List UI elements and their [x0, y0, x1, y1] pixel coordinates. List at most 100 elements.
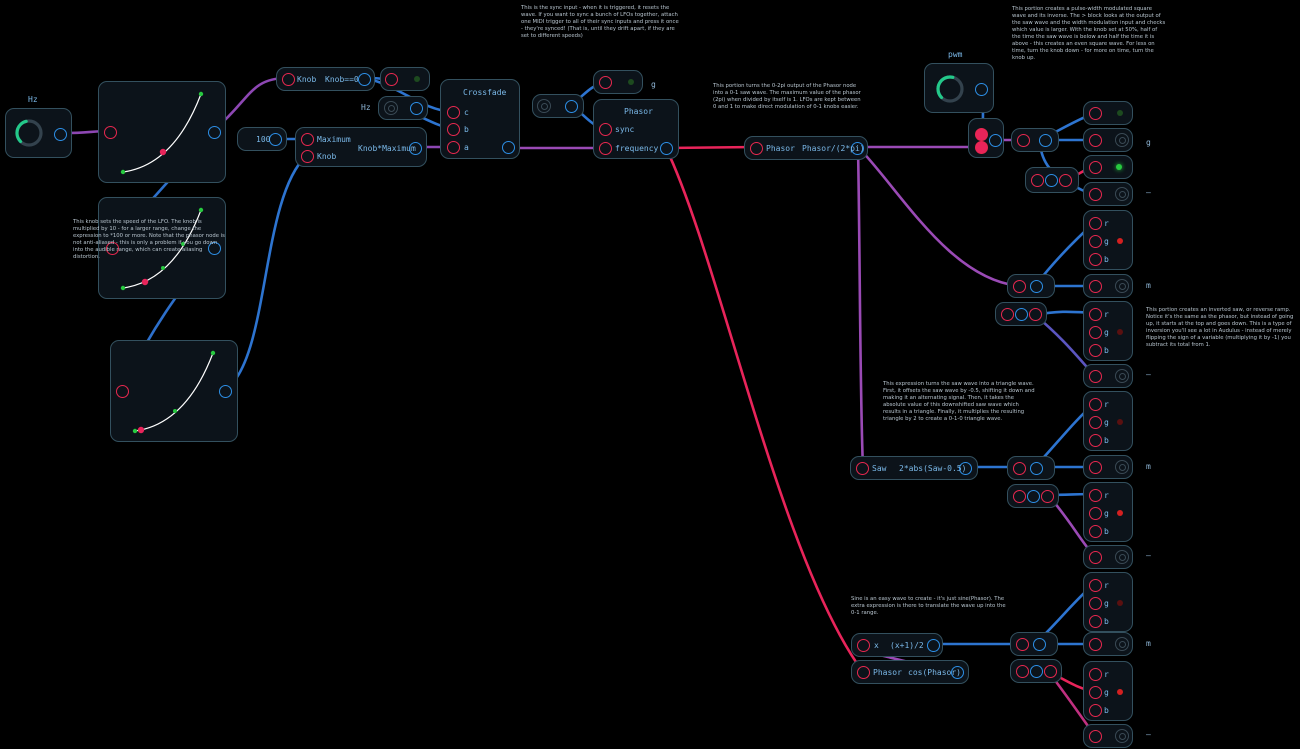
triangle-split-node[interactable]	[1007, 456, 1055, 480]
lamp-1-input[interactable]	[385, 73, 398, 86]
saw-out-input[interactable]	[1089, 280, 1102, 293]
split-output[interactable]	[1033, 638, 1046, 651]
sync-trigger-output[interactable]	[565, 100, 578, 113]
crossfade-b-input[interactable]	[447, 123, 460, 136]
invert-input-a[interactable]	[1016, 665, 1029, 678]
plot-3-input[interactable]	[116, 385, 129, 398]
triangle-input[interactable]	[856, 462, 869, 475]
invert-input-a[interactable]	[1031, 174, 1044, 187]
invert-output[interactable]	[1029, 308, 1042, 321]
comparator-output[interactable]	[989, 134, 1002, 147]
crossfade-a-input[interactable]	[447, 141, 460, 154]
sine-scale-node[interactable]: x (x+1)/2	[851, 633, 943, 657]
pwm-out-node[interactable]	[1083, 128, 1133, 152]
invert-input-b[interactable]	[1027, 490, 1040, 503]
curve-plot-1[interactable]	[98, 81, 226, 183]
saw-split-node[interactable]	[1007, 274, 1055, 298]
triangle-expr-node[interactable]: Saw 2*abs(Saw-0.5)	[850, 456, 978, 480]
r-input[interactable]	[1089, 308, 1102, 321]
phasor-frequency-input[interactable]	[599, 142, 612, 155]
hz-knob[interactable]	[12, 116, 46, 150]
crossfade-node[interactable]: Crossfade c b a	[440, 79, 520, 159]
phasor-sync-input[interactable]	[599, 123, 612, 136]
pwm-inv-out-input[interactable]	[1089, 188, 1102, 201]
sync-trigger-node[interactable]	[532, 94, 584, 118]
knob-input[interactable]	[301, 150, 314, 163]
g-input[interactable]	[1089, 686, 1102, 699]
phasor-node[interactable]: Phasor sync frequency	[593, 99, 679, 159]
ramp-out-input[interactable]	[1089, 370, 1102, 383]
split-output[interactable]	[1030, 280, 1043, 293]
sine-scale-input[interactable]	[857, 639, 870, 652]
cos-input[interactable]	[857, 666, 870, 679]
b-input[interactable]	[1089, 434, 1102, 447]
plot-1-output[interactable]	[208, 126, 221, 139]
knob-times-max-node[interactable]: Maximum Knob Knob*Maximum	[295, 127, 427, 167]
saw-out-node[interactable]	[1083, 274, 1133, 298]
g-input[interactable]	[1089, 416, 1102, 429]
knob-eq-zero-input[interactable]	[282, 73, 295, 86]
b-input[interactable]	[1089, 344, 1102, 357]
triangle-invert-node[interactable]	[1007, 484, 1059, 508]
plot-1-input[interactable]	[104, 126, 117, 139]
triangle-output[interactable]	[959, 462, 972, 475]
invert-input-a[interactable]	[1001, 308, 1014, 321]
phasor-output[interactable]	[660, 142, 673, 155]
constant-100-node[interactable]: 100	[237, 127, 287, 151]
split-input[interactable]	[1017, 134, 1030, 147]
r-input[interactable]	[1089, 668, 1102, 681]
sine-out-node[interactable]	[1083, 632, 1133, 656]
pwm-knob-output[interactable]	[975, 83, 988, 96]
split-input[interactable]	[1013, 462, 1026, 475]
hz-trigger-node[interactable]	[378, 96, 428, 120]
maximum-input[interactable]	[301, 133, 314, 146]
pwm-split-node[interactable]	[1011, 128, 1059, 152]
knob-eq-zero-output[interactable]	[358, 73, 371, 86]
b-input[interactable]	[1089, 253, 1102, 266]
ramp-out-node[interactable]	[1083, 364, 1133, 388]
b-input[interactable]	[1089, 525, 1102, 538]
g-input[interactable]	[1089, 326, 1102, 339]
invert-input-b[interactable]	[1030, 665, 1043, 678]
split-input[interactable]	[1013, 280, 1026, 293]
b-input[interactable]	[1089, 704, 1102, 717]
g-input[interactable]	[1089, 507, 1102, 520]
invert-output[interactable]	[1059, 174, 1072, 187]
split-output[interactable]	[1039, 134, 1052, 147]
pwm-lamp-input[interactable]	[1089, 107, 1102, 120]
knob-eq-zero-node[interactable]: Knob Knob==0	[276, 67, 375, 91]
triangle-inv-out-node[interactable]	[1083, 545, 1133, 569]
phasor-div-node[interactable]: Phasor Phasor/(2*pi)	[744, 136, 868, 160]
r-input[interactable]	[1089, 489, 1102, 502]
hz-trigger-output[interactable]	[410, 102, 423, 115]
r-input[interactable]	[1089, 398, 1102, 411]
g-input[interactable]	[1089, 597, 1102, 610]
sine-inv-out-input[interactable]	[1089, 730, 1102, 743]
lamp-2-input[interactable]	[599, 76, 612, 89]
pwm-invert-node[interactable]	[1025, 167, 1079, 193]
pwm-out-input[interactable]	[1089, 134, 1102, 147]
constant-output[interactable]	[269, 133, 282, 146]
invert-input-a[interactable]	[1013, 490, 1026, 503]
pwm-inv-lamp-input[interactable]	[1089, 161, 1102, 174]
comparator-input-a[interactable]	[975, 128, 988, 141]
pwm-inv-out-node[interactable]	[1083, 182, 1133, 206]
comparator-node[interactable]	[968, 118, 1004, 158]
phasor-div-input[interactable]	[750, 142, 763, 155]
invert-input-b[interactable]	[1045, 174, 1058, 187]
pwm-knob-node[interactable]	[924, 63, 994, 113]
invert-input-b[interactable]	[1015, 308, 1028, 321]
g-input[interactable]	[1089, 235, 1102, 248]
sine-split-node[interactable]	[1010, 632, 1058, 656]
hz-knob-output[interactable]	[54, 128, 67, 141]
crossfade-output[interactable]	[502, 141, 515, 154]
crossfade-c-input[interactable]	[447, 106, 460, 119]
saw-invert-node[interactable]	[995, 302, 1047, 326]
invert-output[interactable]	[1044, 665, 1057, 678]
sine-inv-out-node[interactable]	[1083, 724, 1133, 748]
hz-knob-node[interactable]	[5, 108, 72, 158]
triangle-out-input[interactable]	[1089, 461, 1102, 474]
triangle-out-node[interactable]	[1083, 455, 1133, 479]
sine-scale-output[interactable]	[927, 639, 940, 652]
pwm-knob[interactable]	[933, 72, 967, 106]
